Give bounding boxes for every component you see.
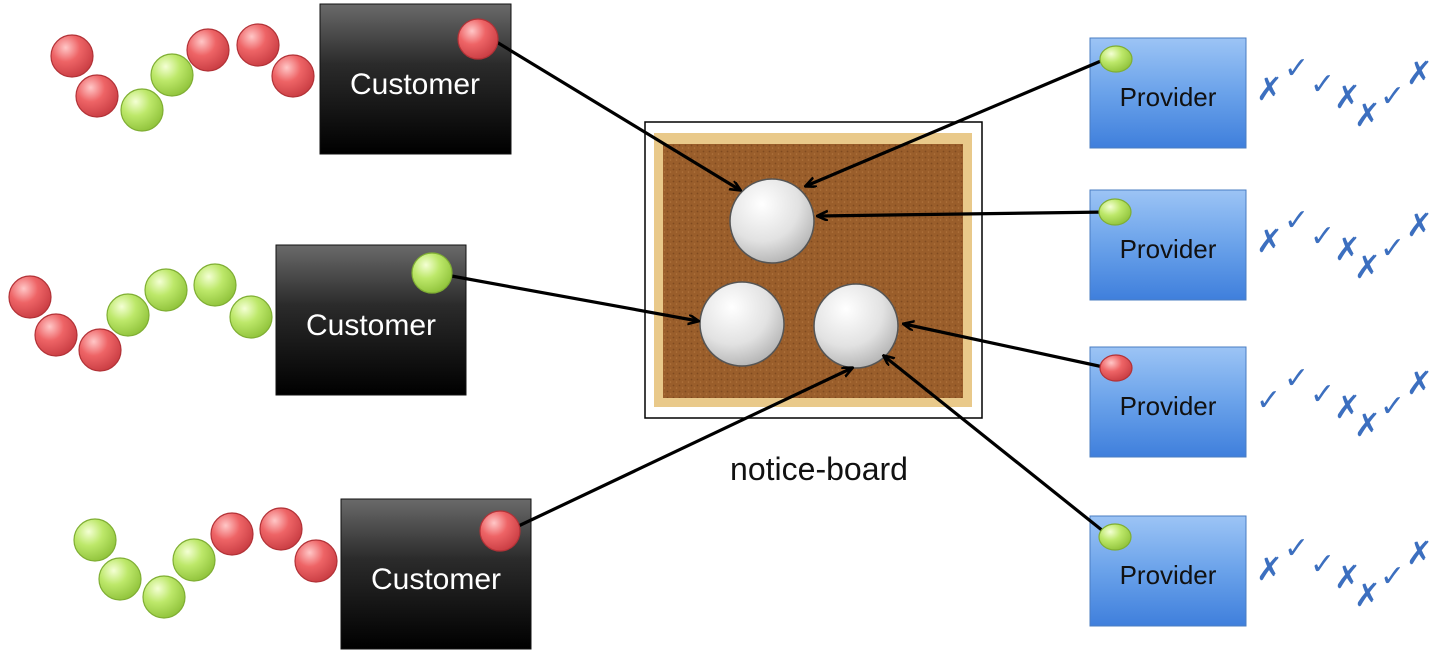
customer-history-layer	[8, 23, 338, 619]
red-history-ball	[8, 275, 52, 319]
notice-slot	[699, 281, 785, 367]
check-icon: ✓	[1284, 51, 1309, 86]
cross-icon: ✗	[1406, 364, 1429, 402]
green-history-ball	[98, 557, 142, 601]
arrow-customer-1	[489, 36, 740, 190]
check-icon: ✓	[1284, 203, 1309, 238]
cross-icon: ✗	[1334, 230, 1361, 268]
cross-icon: ✗	[1334, 388, 1361, 426]
red-history-ball	[294, 539, 338, 583]
red-history-ball	[34, 313, 78, 357]
cross-icon: ✗	[1354, 96, 1381, 134]
provider-3: Provider	[1089, 346, 1247, 458]
red-history-ball	[210, 512, 254, 556]
check-icon: ✓	[1284, 361, 1309, 396]
check-icon: ✓	[1380, 231, 1405, 266]
arrow-customer-2	[445, 273, 698, 321]
notice-board-caption: notice-board	[730, 451, 908, 487]
provider-marks-layer: ✗✓✓✗✗✓✗✗✓✓✗✗✓✗✓✓✓✗✗✓✗✗✓✓✗✗✓✗	[1256, 51, 1429, 614]
red-history-ball	[271, 54, 315, 98]
green-history-ball	[73, 518, 117, 562]
cross-icon: ✗	[1406, 206, 1429, 244]
customer-label: Customer	[371, 563, 501, 596]
provider-label: Provider	[1120, 82, 1217, 112]
green-indicator-ball	[1098, 523, 1132, 551]
red-history-ball	[186, 28, 230, 72]
green-history-ball	[229, 295, 273, 339]
red-indicator-ball	[479, 510, 521, 552]
red-history-ball	[259, 507, 303, 551]
cross-icon: ✗	[1334, 78, 1361, 116]
green-history-ball	[120, 88, 164, 132]
green-history-ball	[150, 53, 194, 97]
green-history-ball	[144, 268, 188, 312]
provider-1: Provider	[1089, 37, 1247, 149]
check-icon: ✓	[1310, 219, 1335, 254]
red-indicator-ball	[457, 18, 499, 60]
cross-icon: ✗	[1354, 406, 1381, 444]
arrow-provider-4	[884, 356, 1109, 537]
connections	[445, 36, 1109, 537]
cross-icon: ✗	[1354, 248, 1381, 286]
green-history-ball	[106, 293, 150, 337]
green-history-ball	[193, 263, 237, 307]
cross-icon: ✗	[1406, 534, 1429, 572]
indicator-layer	[411, 18, 1133, 552]
check-icon: ✓	[1256, 383, 1281, 418]
green-history-ball	[172, 538, 216, 582]
arrow-provider-1	[806, 56, 1109, 186]
arrow-provider-2	[818, 212, 1109, 216]
check-icon: ✓	[1284, 531, 1309, 566]
arrow-customer-3	[509, 368, 852, 532]
notice-board	[644, 121, 983, 419]
provider-label: Provider	[1120, 560, 1217, 590]
check-icon: ✓	[1310, 547, 1335, 582]
provider-label: Provider	[1120, 234, 1217, 264]
provider-label: Provider	[1120, 391, 1217, 421]
check-icon: ✓	[1380, 79, 1405, 114]
check-icon: ✓	[1310, 377, 1335, 412]
check-icon: ✓	[1310, 67, 1335, 102]
cross-icon: ✗	[1354, 576, 1381, 614]
cross-icon: ✗	[1334, 558, 1361, 596]
check-icon: ✓	[1380, 559, 1405, 594]
green-indicator-ball	[411, 252, 453, 294]
red-indicator-ball	[1099, 354, 1133, 382]
red-history-ball	[50, 34, 94, 78]
notice-slot	[813, 283, 899, 369]
customer-label: Customer	[350, 68, 480, 101]
check-icon: ✓	[1380, 389, 1405, 424]
customer-label: Customer	[306, 309, 436, 342]
cross-icon: ✗	[1256, 222, 1283, 260]
green-history-ball	[142, 575, 186, 619]
red-history-ball	[236, 23, 280, 67]
green-indicator-ball	[1098, 198, 1132, 226]
arrow-provider-3	[904, 324, 1109, 370]
red-history-ball	[75, 74, 119, 118]
cross-icon: ✗	[1256, 70, 1283, 108]
cross-icon: ✗	[1256, 550, 1283, 588]
cross-icon: ✗	[1406, 54, 1429, 92]
green-indicator-ball	[1099, 45, 1133, 73]
red-history-ball	[78, 328, 122, 372]
notice-slot	[729, 178, 815, 264]
